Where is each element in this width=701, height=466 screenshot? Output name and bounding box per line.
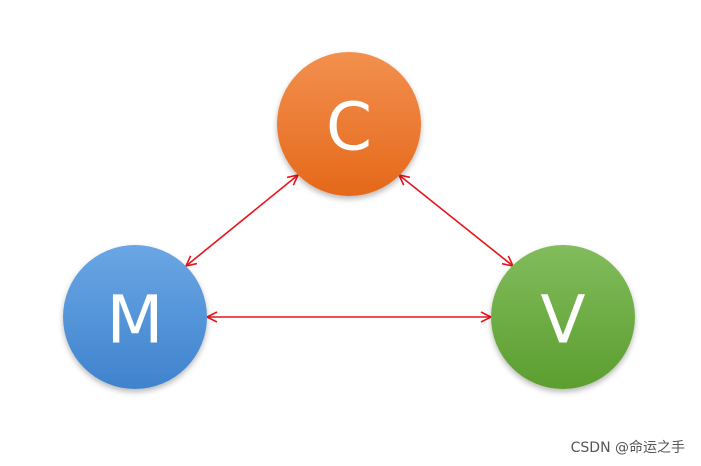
node-model: M (63, 245, 207, 389)
node-view: V (491, 245, 635, 389)
node-view-circle (491, 245, 635, 389)
edge-controller-model (186, 175, 298, 266)
node-model-label: M (107, 282, 164, 359)
node-view-label: V (540, 282, 585, 359)
node-controller-label: C (326, 89, 372, 166)
node-controller: C (277, 52, 421, 196)
node-model-circle (63, 245, 207, 389)
node-controller-circle (277, 52, 421, 196)
watermark-text: CSDN @命运之手 (570, 440, 685, 456)
edge-controller-view (399, 175, 513, 266)
